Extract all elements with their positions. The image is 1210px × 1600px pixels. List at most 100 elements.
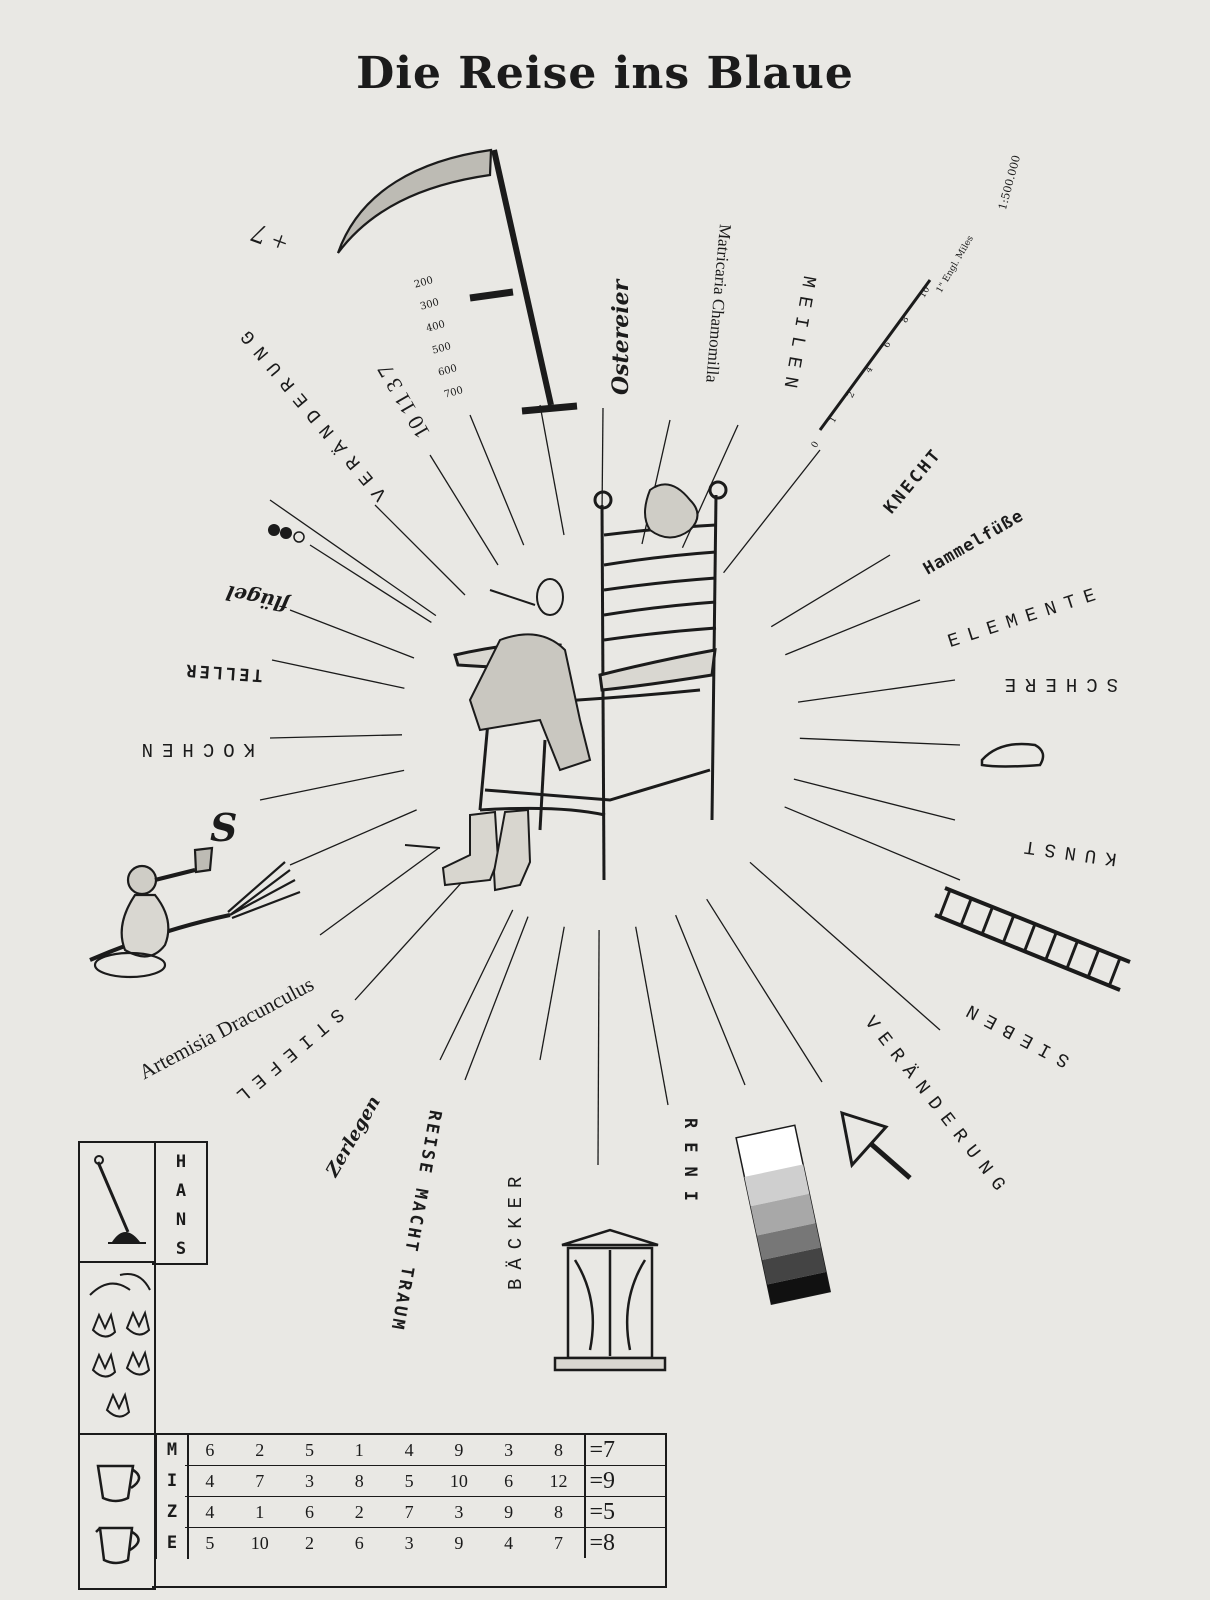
mize-letter: M xyxy=(166,1440,178,1460)
ladder-rung xyxy=(1044,931,1058,960)
radial-line xyxy=(269,734,403,739)
row-result: =8 xyxy=(583,1527,665,1558)
rake-icon xyxy=(94,1155,146,1244)
radial-line xyxy=(749,861,941,1031)
table-cell: 5 xyxy=(384,1465,434,1497)
jug-icon xyxy=(95,1464,141,1565)
divider xyxy=(152,1433,667,1435)
ladder-rung xyxy=(938,889,952,917)
table-cell: 7 xyxy=(384,1496,434,1528)
slipper-icon xyxy=(980,742,1045,768)
table-cell: 1 xyxy=(354,1439,364,1460)
mize-letter: E xyxy=(166,1533,178,1553)
hans-mize-table xyxy=(78,1141,667,1590)
label-schere: SCHERE xyxy=(995,673,1118,695)
ladder-rung xyxy=(1108,957,1122,985)
table-cell: 3 xyxy=(384,1527,434,1558)
table-cell: 10 xyxy=(234,1527,285,1558)
table-cell: 2 xyxy=(334,1496,385,1528)
radial-line xyxy=(539,926,565,1061)
table-cell: 5 xyxy=(304,1439,314,1460)
hans-letter: A xyxy=(175,1181,187,1201)
radial-line xyxy=(799,737,961,746)
table-cell: 2 xyxy=(284,1527,335,1558)
table-cell: 5 xyxy=(185,1527,235,1558)
radial-line xyxy=(784,806,961,881)
table-cell: 4 xyxy=(185,1496,235,1528)
coat-icon xyxy=(468,633,592,772)
ladder-rung xyxy=(959,897,973,926)
hans-column-frame xyxy=(152,1141,208,1265)
table-cell: 3 xyxy=(284,1465,335,1497)
row-result: =7 xyxy=(583,1435,665,1466)
radial-line xyxy=(597,929,600,1166)
radial-line xyxy=(319,847,440,936)
table-cell: 6 xyxy=(334,1527,385,1558)
table-cell: 7 xyxy=(234,1465,285,1497)
table-cell: 7 xyxy=(533,1527,585,1558)
divider xyxy=(78,1261,154,1263)
table-cell: 12 xyxy=(533,1465,585,1497)
radial-line xyxy=(539,404,565,536)
trowel-icon xyxy=(840,1110,912,1180)
mile-scale-icon xyxy=(818,279,932,431)
gray-scale-icon xyxy=(735,1124,832,1305)
ladder-rung xyxy=(981,906,994,934)
row-result: =9 xyxy=(583,1465,665,1497)
table-cell: 4 xyxy=(404,1439,414,1460)
radial-line xyxy=(374,504,466,596)
table-cell: 8 xyxy=(554,1439,564,1460)
table-cell: 8 xyxy=(533,1496,585,1528)
radial-line xyxy=(289,809,417,866)
divider xyxy=(665,1433,667,1588)
table-cell: 6 xyxy=(284,1496,335,1528)
table-cell: 3 xyxy=(433,1496,484,1528)
label-ostereier: Ostereier xyxy=(608,279,634,395)
bird-icon xyxy=(644,483,699,539)
table-cell: 9 xyxy=(483,1496,534,1528)
dots-icon xyxy=(268,524,305,543)
ladder-rung xyxy=(1002,914,1016,943)
divider xyxy=(78,1433,188,1435)
ladder-rung xyxy=(1023,923,1037,951)
window-icon xyxy=(553,1228,667,1372)
table-cell: 6 xyxy=(205,1439,215,1460)
ladder-rung xyxy=(1087,948,1101,977)
scythe-icon xyxy=(336,148,578,415)
radial-line xyxy=(271,659,405,689)
radial-line xyxy=(793,778,956,821)
label-s-glyph: S xyxy=(210,805,238,850)
boots-icon xyxy=(404,808,532,892)
radial-line xyxy=(269,499,437,617)
label-kochen: KOCHEN xyxy=(132,738,255,760)
label-reni: RENI xyxy=(680,1118,700,1215)
table-outer-frame xyxy=(78,1141,156,1590)
table-cell: 3 xyxy=(504,1439,514,1460)
radial-line xyxy=(635,926,669,1106)
table-cell: 9 xyxy=(454,1439,464,1460)
radial-line xyxy=(309,544,432,623)
row-result: =5 xyxy=(583,1496,665,1528)
radial-line xyxy=(354,877,467,1001)
divider xyxy=(152,1586,667,1588)
radial-line xyxy=(785,599,921,656)
hans-letter: N xyxy=(175,1210,187,1230)
radial-line xyxy=(723,449,821,574)
table-cell: 2 xyxy=(255,1439,265,1460)
table-cell: 9 xyxy=(433,1527,484,1558)
table-cell: 8 xyxy=(334,1465,385,1497)
radial-line xyxy=(289,609,415,659)
puppet-icon xyxy=(489,578,564,616)
table-cell: 4 xyxy=(185,1465,235,1497)
ladder-rung xyxy=(1066,940,1079,968)
table-cell: 10 xyxy=(433,1465,484,1497)
ladder-icon xyxy=(934,886,1131,992)
hans-letter: H xyxy=(175,1152,187,1172)
radial-line xyxy=(469,414,525,546)
